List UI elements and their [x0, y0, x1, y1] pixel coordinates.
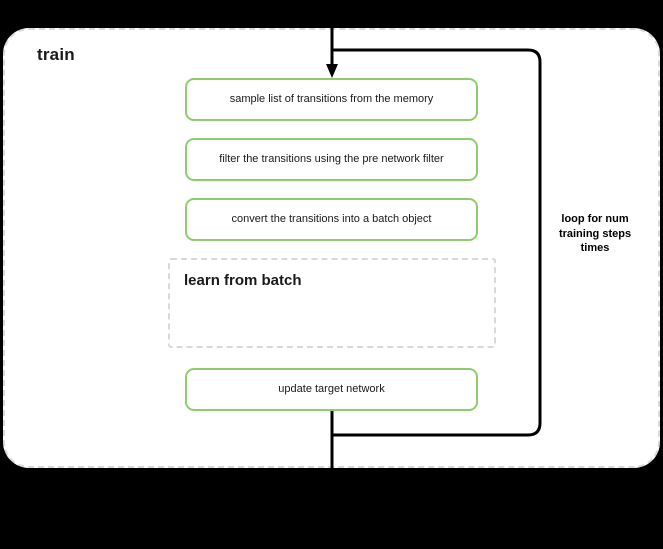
step-box-filter[interactable]: filter the transitions using the pre net…: [185, 138, 478, 181]
subgroup-learn-from-batch[interactable]: learn from batch: [168, 258, 496, 348]
step-box-sample[interactable]: sample list of transitions from the memo…: [185, 78, 478, 121]
train-title: train: [37, 45, 75, 64]
loop-label: loop for num training steps times: [545, 212, 645, 256]
step-label-convert: convert the transitions into a batch obj…: [231, 212, 432, 225]
subgroup-title-learn-from-batch: learn from batch: [184, 272, 302, 289]
loop-label-line-2: training steps: [558, 227, 632, 240]
step-label-sample: sample list of transitions from the memo…: [229, 92, 434, 105]
step-box-convert[interactable]: convert the transitions into a batch obj…: [185, 198, 478, 241]
loop-label-line-1: loop for num: [561, 213, 629, 225]
loop-label-line-3: times: [580, 242, 610, 255]
step-label-update-target-network: update target network: [278, 382, 385, 395]
step-box-update-target-network[interactable]: update target network: [185, 368, 478, 411]
step-label-filter: filter the transitions using the pre net…: [219, 152, 444, 165]
